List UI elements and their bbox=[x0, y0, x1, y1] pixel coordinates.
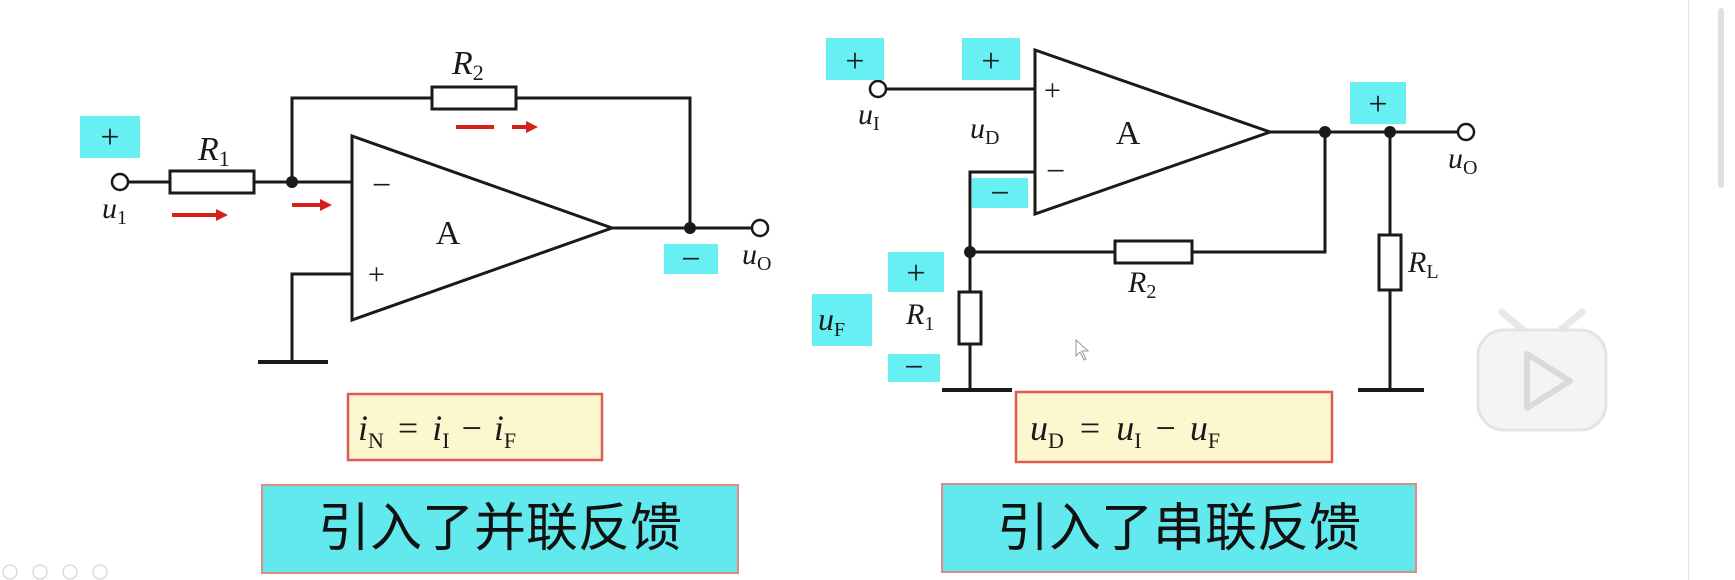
right-uo-label: uO bbox=[1448, 142, 1477, 179]
right-plus-noninv: + bbox=[981, 43, 1000, 80]
right-node-r1 bbox=[964, 246, 976, 258]
right-terminal-in bbox=[868, 79, 888, 99]
right-resistor-r1 bbox=[957, 290, 983, 346]
left-opamp-label: A bbox=[436, 215, 461, 252]
right-opamp-label: A bbox=[1116, 115, 1141, 152]
left-wire-feedback-left bbox=[290, 96, 432, 182]
right-ud-label: uD bbox=[970, 112, 999, 149]
left-r2-label: R2 bbox=[451, 45, 484, 85]
play-overlay-button[interactable] bbox=[1476, 308, 1608, 432]
bottom-toolbar bbox=[2, 564, 108, 580]
right-uf-highlight bbox=[812, 294, 872, 346]
right-opamp bbox=[1033, 47, 1275, 217]
right-minus-uf: − bbox=[904, 349, 923, 386]
left-uo-label: uO bbox=[742, 238, 771, 275]
right-minus-inv: − bbox=[990, 175, 1009, 212]
right-equation: uD=uI−uF bbox=[1030, 408, 1220, 453]
right-equation-box bbox=[1014, 390, 1334, 464]
left-r1-label: R1 bbox=[197, 131, 230, 171]
left-arrow-r1 bbox=[172, 209, 228, 221]
left-node-inv bbox=[286, 176, 298, 188]
right-wire-r2-right bbox=[1192, 132, 1327, 254]
left-out-minus: − bbox=[681, 241, 700, 278]
left-equation: iN=iI−iF bbox=[358, 408, 516, 453]
right-plus-noninv-highlight bbox=[962, 38, 1020, 80]
left-node-out bbox=[684, 222, 696, 234]
left-caption-box bbox=[261, 484, 739, 574]
right-plus-out-highlight bbox=[1350, 82, 1406, 124]
left-circuit: + − R1 R2 A − + u1 uO iN=iI−iF 引入了并联反馈 bbox=[80, 45, 771, 574]
left-plus-in: + bbox=[100, 119, 119, 156]
page-edge-line bbox=[1688, 0, 1689, 580]
tool-zoom-out-icon[interactable] bbox=[92, 564, 108, 580]
left-noninv-sign: + bbox=[368, 258, 385, 291]
left-plus-highlight bbox=[80, 116, 140, 158]
left-minus-highlight bbox=[664, 244, 718, 274]
left-terminal-out bbox=[750, 218, 770, 238]
left-arrow-r2 bbox=[456, 121, 538, 133]
tool-settings-icon[interactable] bbox=[32, 564, 48, 580]
play-icon bbox=[1524, 351, 1573, 411]
right-node-out1 bbox=[1319, 126, 1331, 138]
right-minus-inv-highlight bbox=[972, 178, 1028, 208]
scrollbar-thumb[interactable] bbox=[1718, 8, 1724, 188]
right-noninv-sign: + bbox=[1044, 74, 1061, 107]
right-resistor-r2 bbox=[1113, 239, 1194, 265]
left-resistor-r1 bbox=[168, 169, 256, 195]
mouse-cursor-icon bbox=[1075, 338, 1090, 361]
right-rl-label: RL bbox=[1407, 246, 1439, 283]
right-plus-u1-highlight bbox=[826, 38, 884, 80]
right-plus-u1: + bbox=[845, 43, 864, 80]
right-terminal-out bbox=[1456, 122, 1476, 142]
left-equation-box bbox=[346, 392, 604, 462]
right-u1-label: uI bbox=[858, 98, 880, 135]
right-minus-uf-highlight bbox=[888, 354, 940, 382]
right-node-out2 bbox=[1384, 126, 1396, 138]
left-opamp bbox=[350, 133, 617, 323]
left-resistor-r2 bbox=[430, 85, 518, 111]
right-uf-label: uF bbox=[818, 301, 845, 341]
right-inv-sign: − bbox=[1046, 153, 1065, 190]
right-caption: 引入了串联反馈 bbox=[997, 499, 1361, 559]
left-wire-feedback-right bbox=[516, 96, 692, 228]
right-resistor-rl bbox=[1377, 233, 1403, 292]
right-circuit: + + − + + uF − uI uD A + − uO R2 RL R1 u… bbox=[812, 38, 1477, 573]
right-plus-uf-highlight bbox=[888, 252, 944, 292]
right-r2-label: R2 bbox=[1127, 266, 1156, 303]
left-u1-label: u1 bbox=[102, 192, 127, 229]
left-inv-sign: − bbox=[372, 167, 391, 204]
play-overlay-body bbox=[1476, 328, 1608, 432]
left-terminal-in bbox=[110, 172, 130, 192]
right-plus-uf: + bbox=[906, 255, 925, 292]
left-arrow-inv bbox=[292, 199, 332, 211]
right-caption-box bbox=[941, 483, 1417, 573]
tool-zoom-in-icon[interactable] bbox=[62, 564, 78, 580]
right-plus-out: + bbox=[1368, 86, 1387, 123]
right-wire-inv bbox=[968, 170, 1035, 252]
left-caption: 引入了并联反馈 bbox=[318, 499, 682, 559]
right-r1-label: R1 bbox=[905, 298, 934, 335]
left-wire-ground bbox=[290, 272, 352, 362]
tool-pen-icon[interactable] bbox=[2, 564, 18, 580]
